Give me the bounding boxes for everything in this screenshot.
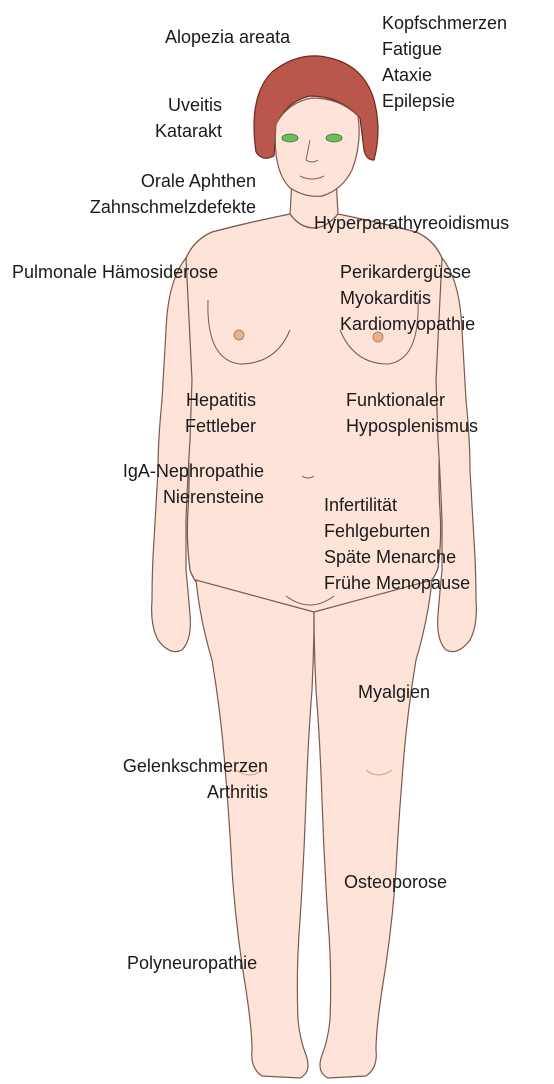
label-group-eye: Uveitis Katarakt bbox=[155, 92, 222, 144]
right-eye bbox=[326, 134, 342, 142]
label-line: Polyneuropathie bbox=[127, 950, 257, 976]
label-line: Pulmonale Hämosiderose bbox=[12, 259, 218, 285]
label-parathyroid: Hyperparathyreoidismus bbox=[314, 210, 509, 236]
label-group-head: Kopfschmerzen Fatigue Ataxie Epilepsie bbox=[382, 10, 507, 114]
right-leg bbox=[314, 580, 432, 1078]
left-nipple bbox=[234, 330, 244, 340]
label-line: Myokarditis bbox=[340, 285, 475, 311]
label-line: Perikardergüsse bbox=[340, 259, 475, 285]
label-group-mouth: Orale Aphthen Zahnschmelzdefekte bbox=[90, 168, 256, 220]
label-line: Katarakt bbox=[155, 118, 222, 144]
label-line: Ataxie bbox=[382, 62, 507, 88]
left-arm bbox=[152, 258, 192, 652]
label-line: Kopfschmerzen bbox=[382, 10, 507, 36]
label-line: Osteoporose bbox=[344, 869, 447, 895]
label-nerve: Polyneuropathie bbox=[127, 950, 257, 976]
label-line: Hyposplenismus bbox=[346, 413, 478, 439]
label-bone: Osteoporose bbox=[344, 869, 447, 895]
label-line: Hyperparathyreoidismus bbox=[314, 210, 509, 236]
label-line: Fehlgeburten bbox=[324, 518, 470, 544]
label-line: Fettleber bbox=[185, 413, 256, 439]
label-line: Gelenkschmerzen bbox=[123, 753, 268, 779]
label-line: Alopezia areata bbox=[165, 24, 290, 50]
label-line: Fatigue bbox=[382, 36, 507, 62]
label-group-spleen: Funktionaler Hyposplenismus bbox=[346, 387, 478, 439]
label-line: IgA-Nephropathie bbox=[123, 458, 264, 484]
label-line: Hepatitis bbox=[185, 387, 256, 413]
label-group-kidney: IgA-Nephropathie Nierensteine bbox=[123, 458, 264, 510]
label-group-heart: Perikardergüsse Myokarditis Kardiomyopat… bbox=[340, 259, 475, 337]
label-line: Arthritis bbox=[123, 779, 268, 805]
label-group-joint: Gelenkschmerzen Arthritis bbox=[123, 753, 268, 805]
label-group-reproductive: Infertilität Fehlgeburten Späte Menarche… bbox=[324, 492, 470, 596]
label-line: Uveitis bbox=[155, 92, 222, 118]
label-alopecia: Alopezia areata bbox=[165, 24, 290, 50]
face bbox=[275, 98, 359, 196]
label-lung: Pulmonale Hämosiderose bbox=[12, 259, 218, 285]
label-line: Kardiomyopathie bbox=[340, 311, 475, 337]
label-line: Funktionaler bbox=[346, 387, 478, 413]
head bbox=[254, 56, 378, 196]
label-line: Myalgien bbox=[358, 679, 430, 705]
label-line: Epilepsie bbox=[382, 88, 507, 114]
label-line: Orale Aphthen bbox=[90, 168, 256, 194]
label-muscle: Myalgien bbox=[358, 679, 430, 705]
left-leg bbox=[196, 580, 314, 1078]
label-line: Zahnschmelzdefekte bbox=[90, 194, 256, 220]
left-eye bbox=[282, 134, 298, 142]
label-line: Infertilität bbox=[324, 492, 470, 518]
label-line: Frühe Menopause bbox=[324, 570, 470, 596]
label-line: Späte Menarche bbox=[324, 544, 470, 570]
label-line: Nierensteine bbox=[123, 484, 264, 510]
label-group-liver: Hepatitis Fettleber bbox=[185, 387, 256, 439]
